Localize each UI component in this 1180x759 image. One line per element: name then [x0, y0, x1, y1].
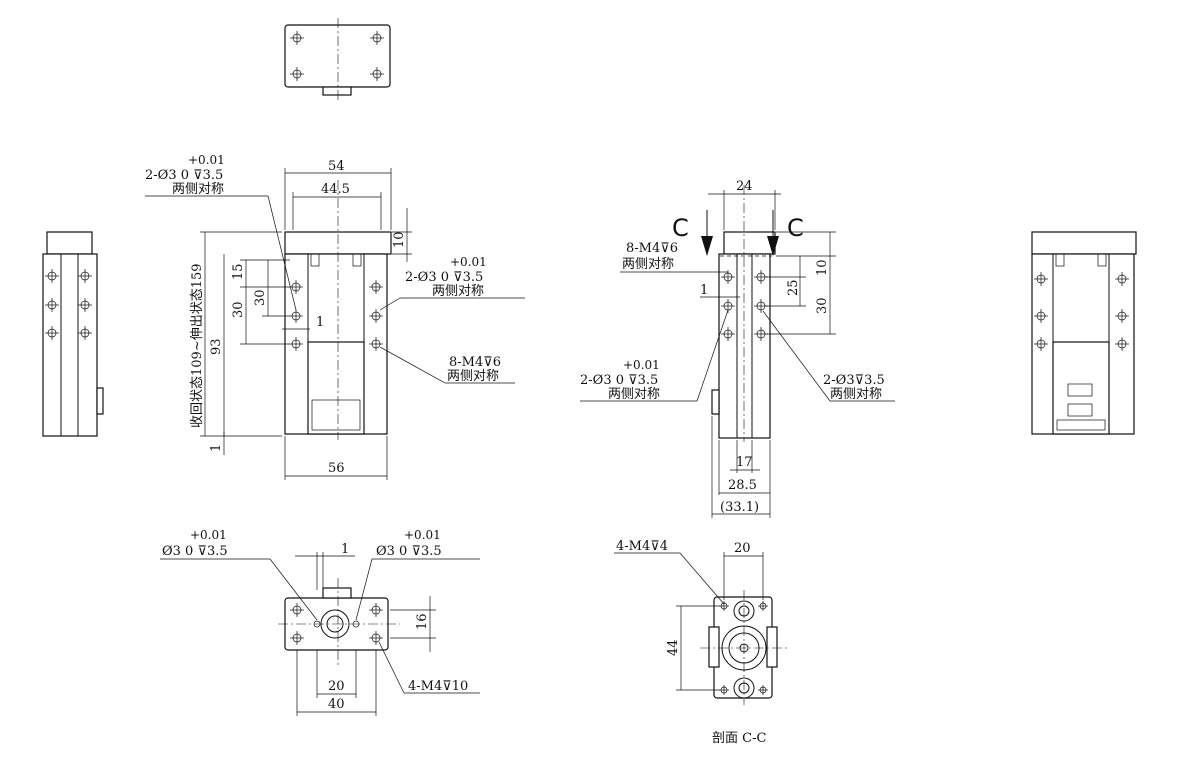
section-caption: 剖面 C-C [712, 731, 766, 746]
side-view-hole [754, 270, 768, 284]
side-hole [78, 326, 92, 340]
dim-54: 54 [328, 159, 345, 174]
front-hole [369, 280, 383, 294]
section-mark-left: C [672, 214, 689, 242]
dim-10: 10 [392, 231, 407, 248]
front-hole [289, 337, 303, 351]
front-hole [289, 309, 303, 323]
dim-offset-1: 1 [316, 315, 324, 330]
bottom-hole [290, 603, 304, 617]
dim-10-side: 10 [815, 259, 830, 276]
right-view-hole [1115, 337, 1129, 351]
front-hole [369, 337, 383, 351]
bottom-pin-left-tolerance: +0.01 [190, 528, 227, 542]
front-hole [289, 280, 303, 294]
section-mark-right: C [787, 214, 804, 242]
bottom-hole [369, 631, 383, 645]
dim-33-1: (33.1) [720, 500, 759, 515]
section-hole [719, 601, 729, 611]
section-hole [758, 601, 768, 611]
side-hole [78, 298, 92, 312]
side-hole [45, 326, 59, 340]
bottom-dim-1: 1 [341, 542, 349, 557]
dim-30-inner: 30 [253, 289, 268, 306]
side-pin-left: 2-Ø3 0 ⊽3.5 [580, 373, 658, 388]
dim-15: 15 [231, 263, 246, 280]
tap-note-sub: 两侧对称 [447, 369, 499, 384]
dim-25-side: 25 [786, 279, 801, 296]
dim-28-5: 28.5 [728, 478, 757, 493]
front-hole [369, 309, 383, 323]
right-view-hole [1115, 272, 1129, 286]
bottom-pin-right: Ø3 0 ⊽3.5 [376, 544, 442, 559]
section-hole [719, 685, 729, 695]
stroke-label: 收回状态109~伸出状态159 [190, 263, 205, 428]
pin-note-left-tolerance: +0.01 [188, 153, 225, 167]
right-view-hole [1115, 309, 1129, 323]
dim-44-5: 44.5 [321, 182, 350, 197]
top-view-hole [290, 31, 304, 45]
pin-note-right: 2-Ø3 0 ⊽3.5 [405, 270, 483, 285]
bottom-pin-right-tolerance: +0.01 [404, 528, 441, 542]
section-arrowhead-left [701, 236, 713, 256]
side-tap-note-sub: 两侧对称 [622, 257, 674, 272]
side-hole [78, 269, 92, 283]
bottom-dim-40: 40 [328, 697, 345, 712]
right-view-hole [1034, 337, 1048, 351]
top-view [284, 18, 391, 100]
side-pin-left-tolerance: +0.01 [623, 358, 660, 372]
dim-30-side: 30 [815, 297, 830, 314]
section-view [614, 552, 788, 705]
dim-1-vertical: 1 [209, 444, 224, 452]
bottom-pin-left: Ø3 0 ⊽3.5 [162, 544, 228, 559]
side-view-hole [721, 327, 735, 341]
side-hole [45, 298, 59, 312]
top-view-hole [370, 67, 384, 81]
bottom-hole [290, 631, 304, 645]
dim-17: 17 [736, 455, 753, 470]
top-view-hole [370, 31, 384, 45]
side-pin-right: 2-Ø3⊽3.5 [823, 373, 885, 388]
section-arrowhead-right [767, 236, 779, 256]
side-tap-note: 8-M4⊽6 [626, 241, 678, 256]
bottom-tap-note: 4-M4⊽10 [408, 679, 468, 694]
dim-30-outer: 30 [231, 301, 246, 318]
left-side-view [42, 231, 104, 437]
bottom-view [160, 552, 480, 716]
right-view [1031, 231, 1137, 435]
side-hole [45, 269, 59, 283]
bottom-dim-20: 20 [328, 679, 345, 694]
bottom-dim-16: 16 [415, 613, 430, 630]
top-view-hole [290, 67, 304, 81]
dim-56: 56 [328, 461, 345, 476]
side-view-hole [754, 299, 768, 313]
section-dim-44: 44 [666, 639, 681, 656]
side-pin-left-sub: 两侧对称 [608, 387, 660, 402]
section-hole [758, 685, 768, 695]
dim-93: 93 [209, 338, 224, 355]
pin-note-right-sub: 两侧对称 [432, 284, 484, 299]
section-dim-20: 20 [734, 541, 751, 556]
right-view-hole [1034, 309, 1048, 323]
pin-note-left: 2-Ø3 0 ⊽3.5 [145, 168, 223, 183]
side-view [580, 185, 895, 518]
bottom-hole [369, 603, 383, 617]
pin-note-left-sub: 两侧对称 [172, 182, 224, 197]
side-view-hole [754, 327, 768, 341]
side-pin-right-sub: 两侧对称 [830, 387, 882, 402]
dim-24: 24 [736, 179, 753, 194]
tap-note: 8-M4⊽6 [449, 355, 501, 370]
front-view [145, 168, 525, 480]
right-view-hole [1034, 272, 1048, 286]
section-tap-note: 4-M4⊽4 [616, 539, 668, 554]
dim-offset-1-side: 1 [700, 283, 708, 298]
pin-note-right-tolerance: +0.01 [450, 255, 487, 269]
